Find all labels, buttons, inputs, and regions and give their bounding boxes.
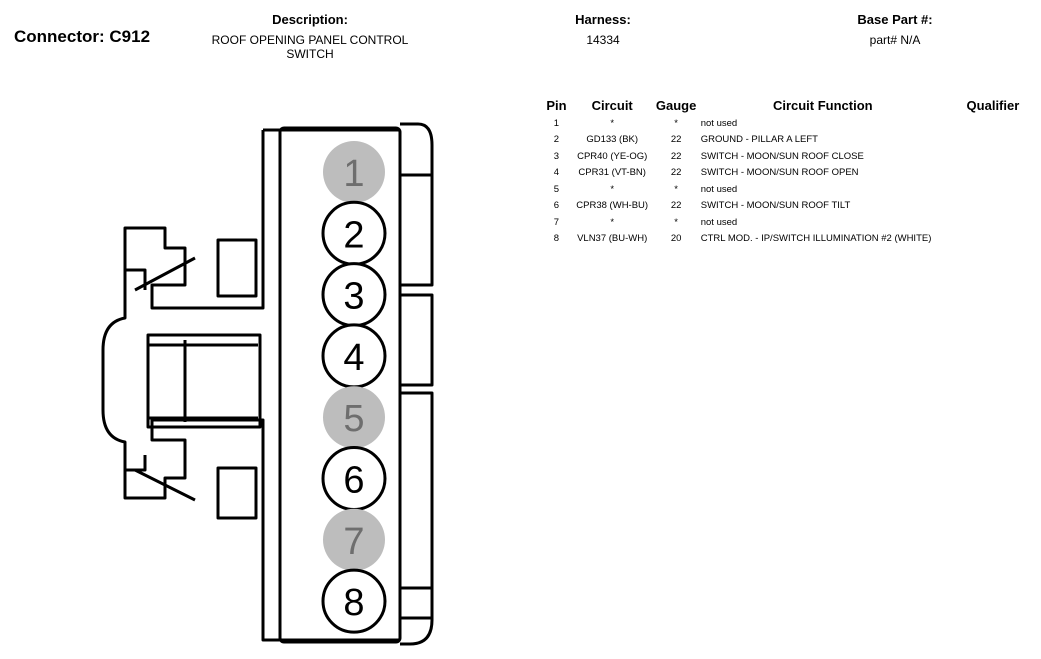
pin-number-1: 1 bbox=[343, 153, 364, 195]
pinout-rows: 1 * * not used 2 GD133 (BK) 22 GROUND - PILLAR … bbox=[540, 115, 1041, 247]
row-qualifier bbox=[945, 115, 1041, 132]
row-pin: 7 bbox=[553, 216, 560, 228]
header-circuit-function: Circuit Function bbox=[772, 98, 873, 113]
row-function: GROUND - PILLAR A LEFT bbox=[700, 134, 818, 146]
header-gauge: Gauge bbox=[655, 98, 697, 113]
description-line-2: SWITCH bbox=[286, 47, 334, 61]
row-qualifier bbox=[945, 132, 1041, 149]
base-part-value: part# N/A bbox=[869, 33, 921, 47]
pin-number-7: 7 bbox=[343, 521, 364, 563]
row-gauge: 20 bbox=[670, 233, 682, 245]
row-circuit: GD133 (BK) bbox=[586, 134, 639, 146]
row-qualifier bbox=[945, 231, 1041, 248]
row-pin: 2 bbox=[553, 134, 560, 146]
pin-cavity-7 bbox=[323, 508, 385, 571]
connector-housing bbox=[101, 122, 434, 646]
connector-title: Connector: C912 bbox=[14, 27, 151, 46]
row-gauge: * bbox=[674, 117, 678, 129]
row-circuit: * bbox=[610, 216, 615, 228]
row-circuit: * bbox=[610, 183, 615, 195]
pin-cavities: 1 2 3 4 5 6 7 8 bbox=[321, 141, 387, 634]
row-gauge: 22 bbox=[670, 150, 682, 162]
row-gauge: * bbox=[674, 183, 678, 195]
header-circuit: Circuit bbox=[591, 98, 633, 113]
description-line-1: ROOF OPENING PANEL CONTROL bbox=[211, 33, 409, 47]
row-pin: 8 bbox=[553, 233, 560, 245]
pinout-header-row: Pin Circuit Gauge Circuit Function Quali… bbox=[540, 96, 1041, 115]
row-function: not used bbox=[700, 216, 738, 228]
row-gauge: 22 bbox=[670, 200, 682, 212]
row-pin: 3 bbox=[553, 150, 560, 162]
table-row: 7 * * not used bbox=[540, 214, 1041, 231]
pinout-table: Pin Circuit Gauge Circuit Function Quali… bbox=[540, 96, 1041, 247]
row-qualifier bbox=[945, 198, 1041, 215]
row-circuit: * bbox=[610, 117, 615, 129]
row-function: SWITCH - MOON/SUN ROOF OPEN bbox=[700, 167, 859, 179]
header-pin: Pin bbox=[546, 98, 567, 113]
row-gauge: 22 bbox=[670, 134, 682, 146]
row-gauge: 22 bbox=[670, 167, 682, 179]
connector-face-diagram: 1 2 3 4 5 6 7 8 bbox=[101, 122, 434, 646]
table-row: 6 CPR38 (WH-BU) 22 SWITCH - MOON/SUN ROOF T… bbox=[540, 198, 1041, 215]
row-gauge: * bbox=[674, 216, 678, 228]
row-circuit: VLN37 (BU-WH) bbox=[577, 233, 648, 245]
row-qualifier bbox=[945, 181, 1041, 198]
table-row: 5 * * not used bbox=[540, 181, 1041, 198]
row-function: not used bbox=[700, 117, 738, 129]
pin-number-6: 6 bbox=[343, 460, 364, 502]
table-row: 3 CPR40 (YE-OG) 22 SWITCH - MOON/SUN ROOF C… bbox=[540, 148, 1041, 165]
table-row: 4 CPR31 (VT-BN) 22 SWITCH - MOON/SUN ROOF O… bbox=[540, 165, 1041, 182]
row-qualifier bbox=[945, 214, 1041, 231]
description-value: ROOF OPENING PANEL CONTROL SWITCH bbox=[195, 33, 425, 61]
row-function: CTRL MOD. - IP/SWITCH ILLUMINATION #2 (W… bbox=[700, 233, 932, 245]
row-pin: 4 bbox=[553, 167, 560, 179]
row-circuit: CPR40 (YE-OG) bbox=[577, 150, 648, 162]
pin-number-4: 4 bbox=[343, 337, 364, 379]
pin-cavity-8 bbox=[321, 568, 387, 634]
pin-number-3: 3 bbox=[343, 276, 364, 318]
row-circuit: CPR31 (VT-BN) bbox=[578, 167, 646, 179]
base-part-label: Base Part #: bbox=[857, 12, 933, 27]
pin-number-8: 8 bbox=[343, 582, 364, 624]
table-row: 2 GD133 (BK) 22 GROUND - PILLAR A LEFT bbox=[540, 132, 1041, 149]
pin-number-5: 5 bbox=[343, 398, 364, 440]
table-row: 1 * * not used bbox=[540, 115, 1041, 132]
row-circuit: CPR38 (WH-BU) bbox=[576, 200, 649, 212]
row-pin: 6 bbox=[553, 200, 560, 212]
pin-cavity-1 bbox=[323, 141, 385, 203]
row-function: SWITCH - MOON/SUN ROOF CLOSE bbox=[700, 150, 864, 162]
row-qualifier bbox=[945, 165, 1041, 182]
row-qualifier bbox=[945, 148, 1041, 165]
row-pin: 5 bbox=[553, 183, 560, 195]
header-qualifier: Qualifier bbox=[966, 98, 1020, 113]
description-label: Description: bbox=[272, 12, 348, 27]
harness-value: 14334 bbox=[586, 33, 620, 47]
row-pin: 1 bbox=[553, 117, 560, 129]
pin-number-2: 2 bbox=[343, 214, 364, 256]
table-row: 8 VLN37 (BU-WH) 20 CTRL MOD. - IP/SWITCH IL… bbox=[540, 231, 1041, 248]
harness-label: Harness: bbox=[575, 12, 631, 27]
pin-cavity-5 bbox=[323, 386, 385, 449]
row-function: SWITCH - MOON/SUN ROOF TILT bbox=[700, 200, 851, 212]
row-function: not used bbox=[700, 183, 738, 195]
